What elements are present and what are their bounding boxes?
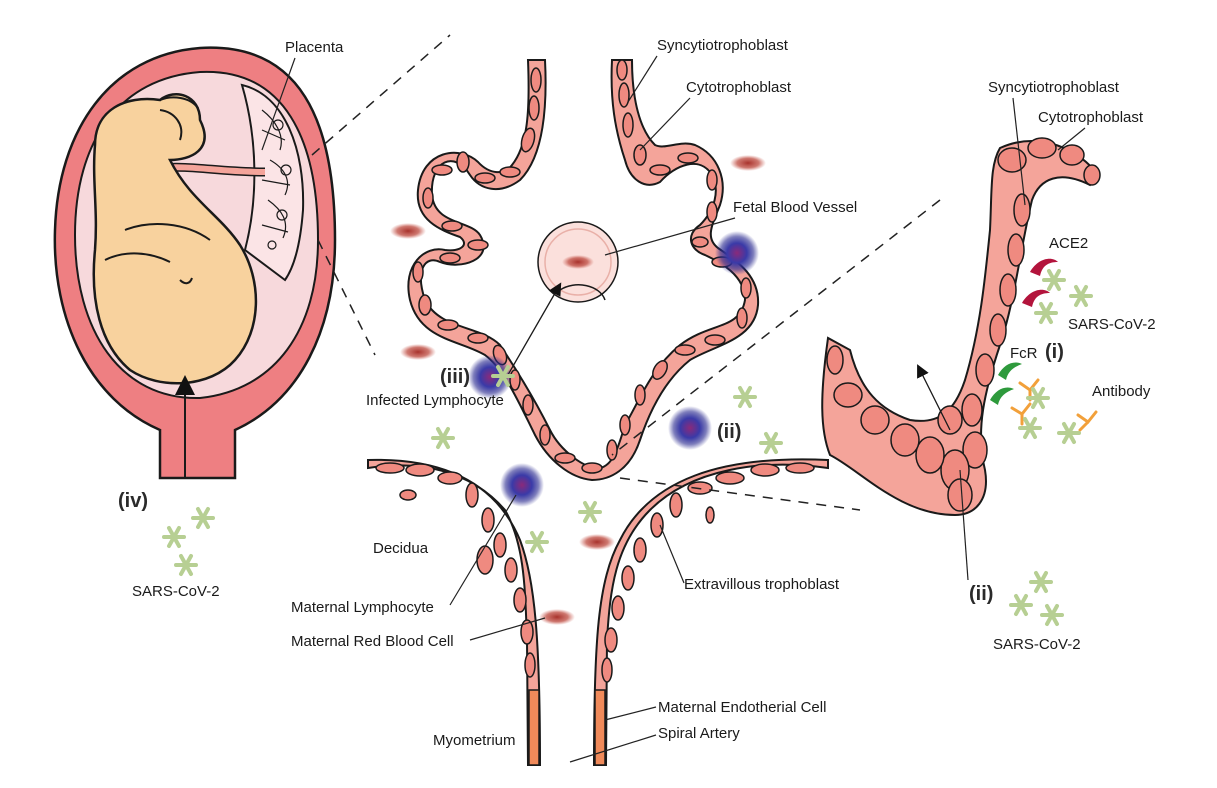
rbc-icon (539, 609, 575, 625)
zoom-line-right-bottom (619, 477, 861, 511)
leader (659, 524, 685, 584)
chorionic-villus (407, 59, 760, 482)
uterus-illustration (53, 46, 337, 480)
fetus-head (159, 96, 199, 109)
virus-icon (162, 526, 186, 548)
decidua-tissue (367, 458, 829, 766)
syncytio-right-label: Syncytiotrophoblast (988, 79, 1120, 96)
marker-ii-right: (ii) (969, 583, 993, 605)
decidua-left (367, 458, 542, 766)
extravillous-label: Extravillous trophoblast (684, 576, 840, 593)
fcr-icon (998, 362, 1022, 380)
antibody-icon (1010, 402, 1032, 426)
sars-right-label: SARS-CoV-2 (1068, 316, 1156, 333)
endothelial-label: Maternal Endotherial Cell (658, 699, 826, 716)
antibodies (1010, 378, 1098, 432)
decidua-cells (375, 462, 815, 683)
leader (1057, 127, 1086, 151)
marker-iii: (iii) (440, 366, 470, 388)
leader (604, 217, 736, 256)
lymphocyte-icon (668, 406, 712, 450)
leader (1012, 97, 1026, 206)
infected-lymphocyte-icon (468, 355, 512, 399)
marker-i: (i) (1045, 341, 1064, 363)
trophoblast-wall (821, 140, 1100, 517)
zoom-line-top (311, 34, 451, 156)
spiral-label: Spiral Artery (658, 725, 740, 742)
zoom-line-right-top (611, 199, 941, 456)
myometrium-label: Myometrium (433, 732, 516, 749)
trophoblast-cells (826, 137, 1101, 512)
leader (469, 617, 546, 641)
virus-icon (733, 386, 757, 408)
leader (639, 97, 691, 151)
fetal-rbc (562, 255, 594, 269)
sars-bottom-right-label: SARS-CoV-2 (993, 636, 1081, 653)
infection-arrow-iii (504, 282, 562, 381)
fetal-vessel-label: Fetal Blood Vessel (733, 199, 857, 216)
rbc-icon (730, 155, 766, 171)
rbc-icon (400, 344, 436, 360)
antibody-label: Antibody (1092, 383, 1151, 400)
spiral-artery-left (528, 689, 540, 766)
rbc-icon (579, 534, 615, 550)
virus-icon (578, 501, 602, 523)
antibody-icon (1076, 410, 1098, 432)
maternal-lymph-label: Maternal Lymphocyte (291, 599, 434, 616)
maternal-blood-cells (390, 155, 766, 625)
ace2-receptors (1022, 258, 1058, 307)
syncytio-center-label: Syncytiotrophoblast (657, 37, 789, 54)
decidua-label: Decidua (373, 540, 429, 557)
leader (959, 469, 969, 581)
lymphocyte-icon (715, 231, 759, 275)
spiral-artery-right (594, 689, 606, 766)
villus-cells (412, 59, 752, 474)
cyto-right-label: Cytotrophoblast (1038, 109, 1144, 126)
leader (449, 494, 517, 606)
virus-icon (1034, 302, 1058, 324)
transcytosis-arrow (917, 364, 951, 431)
virus-icon (1029, 571, 1053, 593)
rbc-icon (390, 223, 426, 239)
virus-icon (1057, 422, 1081, 444)
fcr-label: FcR (1010, 345, 1038, 362)
virus-icon (191, 507, 215, 529)
fetus-body (92, 93, 258, 385)
ace2-icon (1022, 289, 1050, 307)
placenta-leader (261, 57, 296, 151)
cyto-center-label: Cytotrophoblast (686, 79, 792, 96)
virus-icon (1042, 269, 1066, 291)
placenta-disc (240, 83, 305, 282)
sars-left-label: SARS-CoV-2 (132, 583, 220, 600)
infected-lymph-label: Infected Lymphocyte (366, 392, 504, 409)
leader (627, 55, 658, 103)
virus-icon (1069, 285, 1093, 307)
decidua-right (592, 458, 829, 766)
virus-icon (174, 554, 198, 576)
leader (569, 734, 657, 763)
marker-ii-center: (ii) (717, 421, 741, 443)
virus-icon (759, 432, 783, 454)
virus-icon (1009, 594, 1033, 616)
ace2-icon (1030, 258, 1058, 276)
maternal-rbc-label: Maternal Red Blood Cell (291, 633, 454, 650)
fcr-receptors (990, 362, 1022, 405)
marker-iv: (iv) (118, 490, 148, 512)
virus-icon (431, 427, 455, 449)
fcr-icon (990, 387, 1014, 405)
ace2-label: ACE2 (1049, 235, 1088, 252)
virus-icon (1040, 604, 1064, 626)
leader (604, 706, 657, 721)
trophoblast-closeup (821, 137, 1101, 626)
virus-icon (525, 531, 549, 553)
placenta-villi (261, 109, 292, 250)
placenta-label: Placenta (285, 39, 344, 56)
maternal-lymphocyte-icon (500, 463, 544, 507)
zoom-line-bottom (317, 239, 376, 356)
